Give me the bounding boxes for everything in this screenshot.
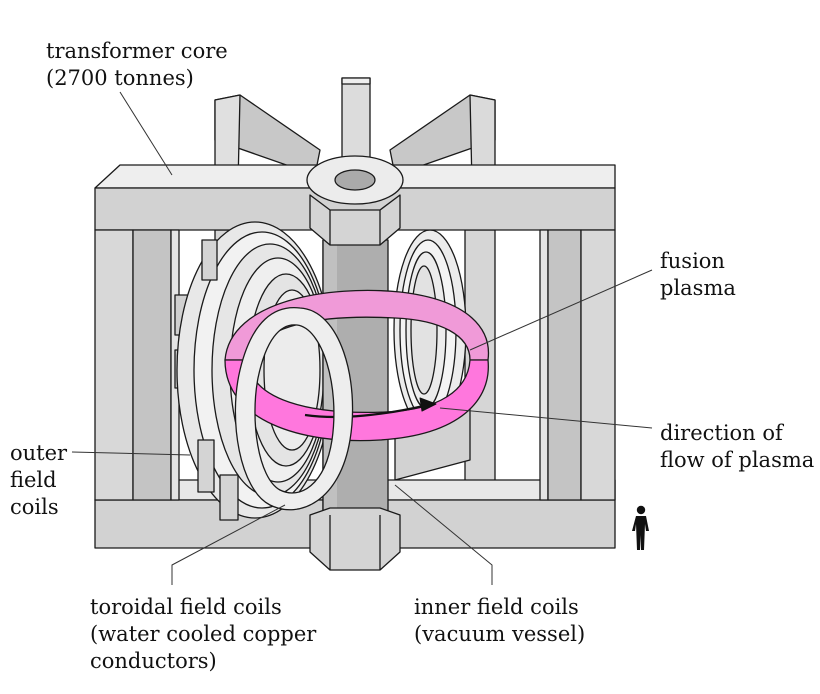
core-right-limbs [539, 229, 616, 501]
pointer-transformer-core [119, 91, 173, 176]
back-coil-stack [393, 229, 471, 481]
label-fusion-plasma: fusion plasma [660, 249, 736, 300]
pointer-flow-direction [439, 407, 653, 429]
flow-arrow-shaft [304, 403, 429, 419]
label-outer-field-coils: outer field coils [10, 441, 68, 519]
pointer-outer-coils [71, 451, 191, 456]
arrow-icon [419, 397, 437, 412]
core-left-limbs [94, 229, 180, 501]
label-toroidal-field-coils: toroidal field coils (water cooled coppe… [90, 595, 317, 673]
core-top-hub [306, 155, 404, 246]
label-flow-direction: direction of flow of plasma [660, 421, 815, 472]
label-inner-field-coils: inner field coils (vacuum vessel) [414, 595, 586, 646]
core-back-limbs [214, 77, 496, 186]
toroidal-field-coil [234, 306, 354, 511]
pointer-fusion-plasma [469, 269, 653, 351]
pointer-lines [71, 91, 653, 585]
label-transformer-core: transformer core (2700 tonnes) [46, 39, 228, 90]
pointer-inner-coils [394, 484, 493, 585]
person-silhouette-icon [632, 505, 649, 550]
core-bottom-hub [309, 507, 401, 571]
pointer-toroidal-coils [171, 504, 286, 585]
